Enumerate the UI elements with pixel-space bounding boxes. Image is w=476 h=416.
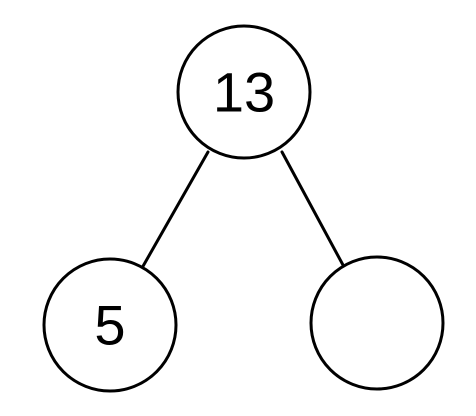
edge-whole-to-right-part <box>280 150 345 267</box>
part-node-right[interactable] <box>309 255 445 391</box>
whole-node: 13 <box>176 24 312 160</box>
part-value-left: 5 <box>94 294 125 357</box>
whole-value: 13 <box>213 61 275 124</box>
part-node-left: 5 <box>42 257 178 393</box>
part-circle-right[interactable] <box>309 255 445 391</box>
edge-whole-to-left-part <box>140 150 210 270</box>
whole-circle <box>176 24 312 160</box>
part-circle-left <box>42 257 178 393</box>
